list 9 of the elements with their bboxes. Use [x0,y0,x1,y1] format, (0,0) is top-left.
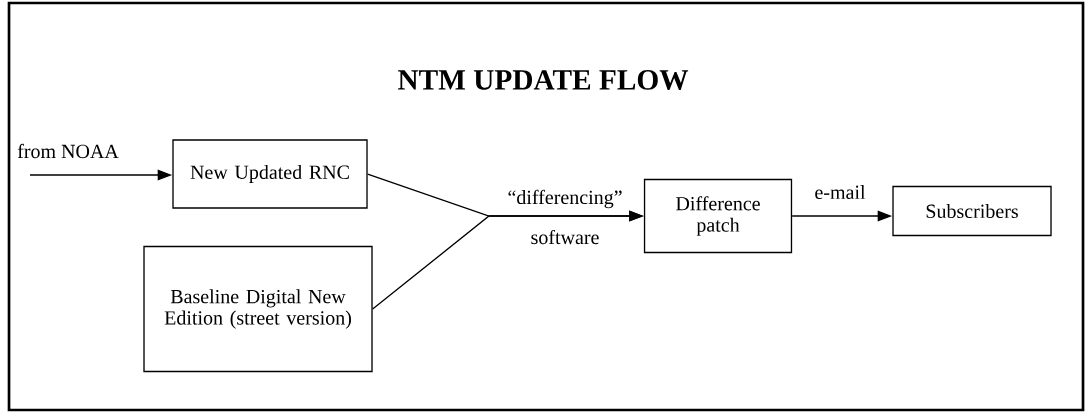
edge-label: “differencing” [508,189,622,209]
edge-label: from NOAA [17,143,119,159]
edge-label: e-mail [815,185,866,200]
process-box: Subscribers [892,185,1052,237]
title: NTM UPDATE FLOW [398,70,689,90]
process-box: Difference patch [643,178,793,254]
edge-label: software [531,229,599,245]
process-box: New Updated RNC [172,139,368,209]
process-box: Baseline Digital New Edition (street version) [143,245,373,373]
